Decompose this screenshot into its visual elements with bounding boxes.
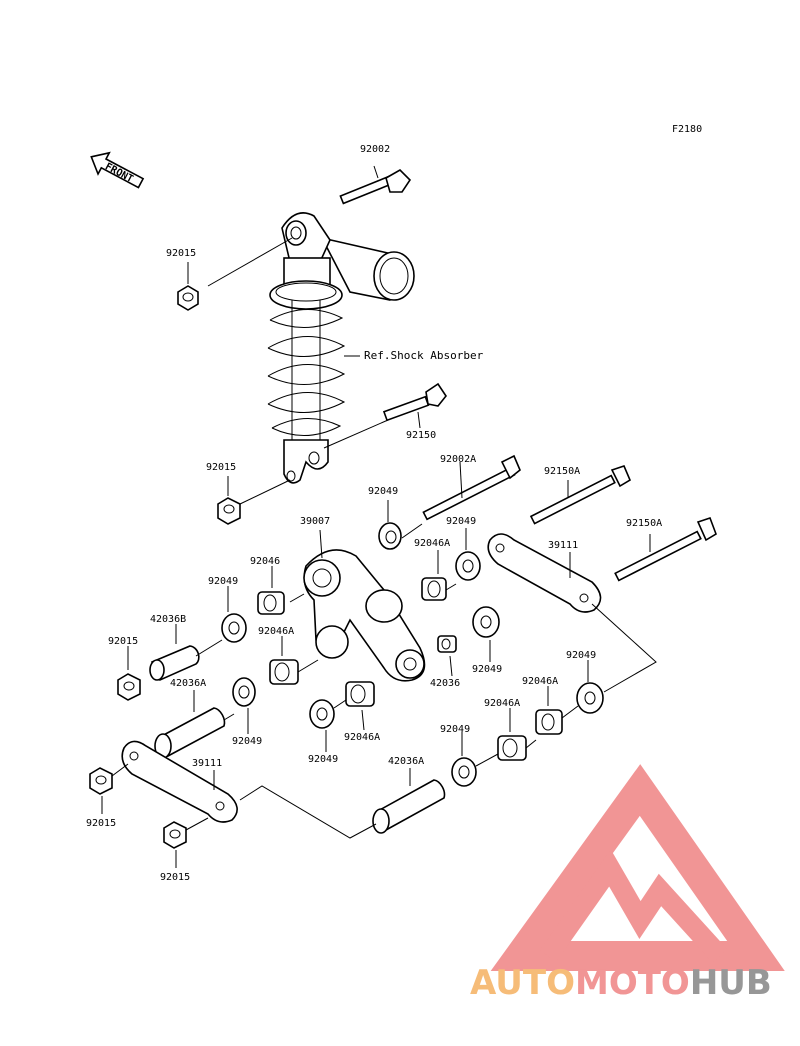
label-92046A-d: 92046A [344, 732, 380, 743]
bushing-92046A-c [535, 686, 563, 735]
label-92046A-e: 92046A [484, 698, 520, 709]
bolt-92150A-1 [529, 465, 632, 525]
label-92046: 92046 [250, 556, 280, 567]
automotohub-logo: AUTOMOTOHUB [470, 764, 785, 1003]
nut-92015-mid [217, 476, 291, 525]
label-92049-e: 92049 [566, 650, 596, 661]
bushing-92046 [257, 566, 305, 615]
label-42036A-left: 42036A [170, 678, 206, 689]
label-92002A: 92002A [440, 454, 476, 465]
label-92015-bottom-2: 92015 [160, 872, 190, 883]
label-92049-a: 92049 [368, 486, 398, 497]
collar-42036 [437, 635, 457, 677]
tie-rod-39111-right [487, 533, 602, 613]
nut-92015-left [117, 646, 141, 701]
label-92150: 92150 [406, 430, 436, 441]
label-92046A-c: 92046A [522, 676, 558, 687]
label-92049-g: 92049 [308, 754, 338, 765]
nut-92015-bottom-1 [89, 763, 129, 814]
washer-92049-e [576, 660, 604, 714]
nut-92015-bottom-2 [163, 817, 209, 868]
label-92046A-a: 92046A [414, 538, 450, 549]
label-92002: 92002 [360, 144, 390, 155]
bolt-92150 [323, 382, 447, 449]
bushing-92046A-b [269, 636, 299, 685]
logo-text-hub: HUB [690, 963, 772, 1003]
label-92015-top: 92015 [166, 248, 196, 259]
washer-92049-c [221, 586, 247, 643]
washer-92049-f [232, 677, 256, 734]
front-label: FRONT [103, 161, 135, 185]
figure-code: F2180 [672, 124, 702, 135]
label-42036B: 42036B [150, 614, 186, 625]
label-42036: 42036 [430, 678, 460, 689]
label-92015-mid: 92015 [206, 462, 236, 473]
tie-rod-39111-left [121, 740, 238, 823]
collar-42036B [149, 624, 200, 682]
washer-92049-a [378, 500, 402, 550]
svg-text:AUTOMOTOHUB: AUTOMOTOHUB [470, 963, 772, 1003]
nut-92015-top [177, 262, 199, 311]
washer-92049-d [472, 606, 500, 662]
logo-text-moto: MOTO [575, 963, 690, 1003]
collar-42036A-bottom [372, 768, 446, 834]
label-92015-bottom-1: 92015 [86, 818, 116, 829]
label-92015-left: 92015 [108, 636, 138, 647]
rocker-arm-39007 [303, 529, 426, 682]
front-arrow-icon: FRONT [90, 151, 145, 189]
logo-text-auto: AUTO [470, 963, 575, 1003]
label-92049-b: 92049 [446, 516, 476, 527]
bushing-92046A-a [421, 550, 447, 601]
bolt-92002 [207, 165, 412, 287]
label-92049-f: 92049 [232, 736, 262, 747]
ref-shock-absorber-note: Ref.Shock Absorber [364, 349, 484, 362]
bolt-92002A [401, 454, 521, 539]
label-92150A-1: 92150A [544, 466, 580, 477]
label-92049-d: 92049 [472, 664, 502, 675]
collar-42036A-left [154, 690, 226, 759]
washer-92049-b [455, 528, 481, 581]
label-39007: 39007 [300, 516, 330, 527]
bushing-92046A-d [345, 681, 375, 731]
bushing-92046A-e [497, 708, 527, 761]
label-92049-h: 92049 [440, 724, 470, 735]
label-39111-right: 39111 [548, 540, 578, 551]
label-92049-c: 92049 [208, 576, 238, 587]
assembly-lines [195, 583, 657, 839]
bolt-92150A-2 [614, 516, 717, 582]
label-92046A-b: 92046A [258, 626, 294, 637]
washer-92049-g [309, 699, 335, 752]
label-42036A-bottom: 42036A [388, 756, 424, 767]
shock-absorber [267, 212, 415, 484]
label-92150A-2: 92150A [626, 518, 662, 529]
label-39111-left: 39111 [192, 758, 222, 769]
washer-92049-h [451, 732, 477, 787]
